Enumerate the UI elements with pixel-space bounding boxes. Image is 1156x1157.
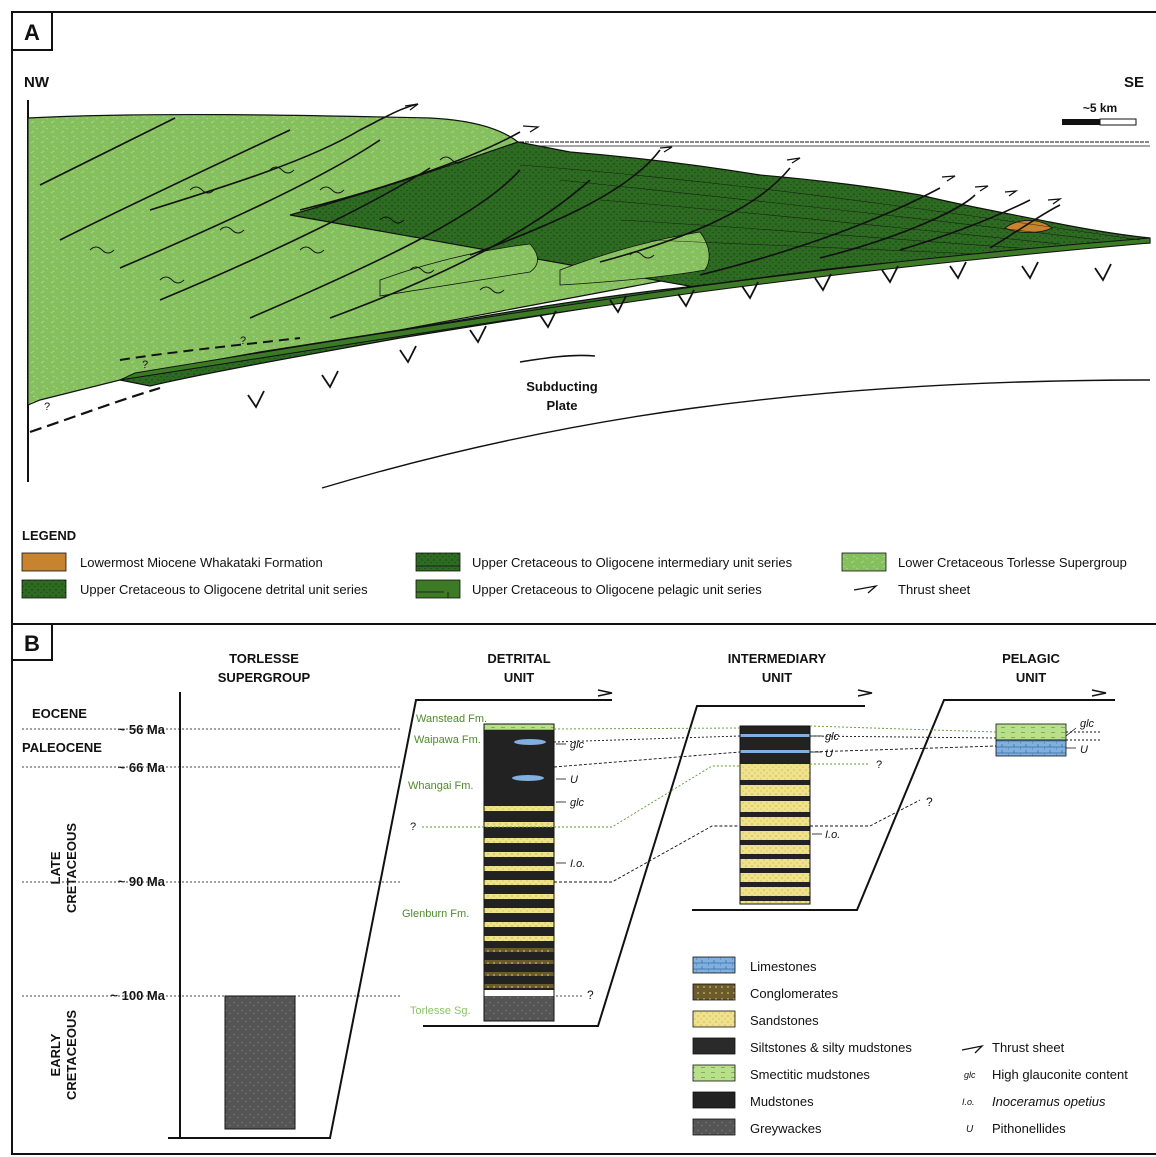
pelagic-glc: glc bbox=[1080, 718, 1095, 730]
sym-u: U bbox=[966, 1124, 974, 1135]
lith-limestones: Limestones bbox=[750, 959, 817, 974]
detrital-u: U bbox=[570, 774, 578, 786]
detrital-column bbox=[483, 723, 555, 1022]
detrital-q-2: ? bbox=[587, 988, 594, 1002]
sym-io: I.o. bbox=[962, 1097, 975, 1107]
formation-torlesse: Torlesse Sg. bbox=[410, 1005, 471, 1017]
col-title-torlesse-2: SUPERGROUP bbox=[218, 670, 311, 685]
sym-io-label: Inoceramus opetius bbox=[992, 1094, 1106, 1109]
intermediary-u: U bbox=[825, 748, 833, 760]
legend-intermediary-label: Upper Cretaceous to Oligocene intermedia… bbox=[472, 555, 793, 570]
col-title-torlesse-1: TORLESSE bbox=[229, 651, 299, 666]
thrust-faults bbox=[39, 103, 1061, 319]
oceanic-crust-symbols bbox=[247, 261, 1112, 409]
intermediary-lens bbox=[559, 231, 710, 286]
detrital-glc-2: glc bbox=[570, 797, 585, 809]
question-mark-3: ? bbox=[240, 335, 246, 347]
legend-detrital-label: Upper Cretaceous to Oligocene detrital u… bbox=[80, 582, 368, 597]
torlesse-greywacke bbox=[224, 995, 296, 1130]
legend-thrust: Thrust sheet bbox=[853, 582, 971, 597]
col-title-intermediary-2: UNIT bbox=[762, 670, 792, 685]
legend-thrust-label: Thrust sheet bbox=[898, 582, 971, 597]
legend-pelagic: Upper Cretaceous to Oligocene pelagic un… bbox=[415, 579, 762, 599]
pelagic-column bbox=[995, 723, 1067, 757]
sym-thrust-label: Thrust sheet bbox=[992, 1040, 1065, 1055]
legend-torlesse: Lower Cretaceous Torlesse Supergroup bbox=[841, 552, 1127, 572]
col-title-detrital-2: UNIT bbox=[504, 670, 534, 685]
col-title-pelagic-2: UNIT bbox=[1016, 670, 1046, 685]
nw-label: NW bbox=[24, 74, 50, 91]
age-66: ~ 66 Ma bbox=[118, 760, 166, 775]
lith-greywackes: Greywackes bbox=[750, 1121, 822, 1136]
detrital-io: I.o. bbox=[570, 858, 585, 870]
question-mark-1: ? bbox=[44, 401, 50, 413]
sym-u-label: Pithonellides bbox=[992, 1121, 1066, 1136]
legend-detrital: Upper Cretaceous to Oligocene detrital u… bbox=[21, 579, 368, 599]
intermediary-io: I.o. bbox=[825, 829, 840, 841]
legend-pelagic-label: Upper Cretaceous to Oligocene pelagic un… bbox=[472, 582, 762, 597]
col-title-pelagic-1: PELAGIC bbox=[1002, 651, 1060, 666]
thrust-sheet-icon bbox=[961, 1044, 984, 1054]
symbol-legend: Thrust sheet glc High glauconite content… bbox=[961, 1040, 1128, 1136]
legend-title: LEGEND bbox=[22, 528, 76, 543]
legend-whakataki-label: Lowermost Miocene Whakataki Formation bbox=[80, 555, 323, 570]
age-90: ~ 90 Ma bbox=[118, 874, 166, 889]
subducting-plate-base bbox=[321, 379, 1151, 489]
panel-a-label: A bbox=[24, 20, 40, 45]
subducting-plate-label-1: Subducting bbox=[526, 379, 598, 394]
epoch-early-1: EARLY bbox=[48, 1033, 63, 1076]
panel-a-label-box bbox=[11, 11, 53, 51]
thrust-arrows bbox=[404, 103, 1063, 205]
detrital-glc-1: glc bbox=[570, 739, 585, 751]
epoch-early-2: CRETACEOUS bbox=[64, 1010, 79, 1100]
formation-glenburn: Glenburn Fm. bbox=[402, 908, 469, 920]
legend-intermediary: Upper Cretaceous to Oligocene intermedia… bbox=[415, 552, 793, 572]
age-100: ~ 100 Ma bbox=[110, 988, 165, 1003]
formation-wanstead: Wanstead Fm. bbox=[416, 713, 487, 725]
se-label: SE bbox=[1124, 74, 1144, 91]
lith-siltstones: Siltstones & silty mudstones bbox=[750, 1040, 912, 1055]
lithology-legend: Limestones Conglomerates Sandstones Silt… bbox=[692, 956, 912, 1136]
epoch-eocene: EOCENE bbox=[32, 706, 87, 721]
lith-mudstones: Mudstones bbox=[750, 1094, 814, 1109]
formation-waipawa: Waipawa Fm. bbox=[414, 734, 481, 746]
scale-bar-label: ~5 km bbox=[1083, 101, 1117, 115]
lith-smectitic: Smectitic mudstones bbox=[750, 1067, 870, 1082]
detrital-q-1: ? bbox=[410, 821, 416, 833]
formation-whangai: Whangai Fm. bbox=[408, 780, 473, 792]
subducting-plate-label-2: Plate bbox=[546, 398, 577, 413]
epoch-late-2: CRETACEOUS bbox=[64, 823, 79, 913]
correlation-lines bbox=[422, 725, 1100, 883]
legend-torlesse-label: Lower Cretaceous Torlesse Supergroup bbox=[898, 555, 1127, 570]
intermediary-column bbox=[739, 725, 811, 905]
scale-bar: ~5 km bbox=[1062, 101, 1137, 126]
whakataki-lens bbox=[1004, 220, 1053, 233]
col-title-intermediary-1: INTERMEDIARY bbox=[728, 651, 827, 666]
intermediary-q-2: ? bbox=[926, 795, 933, 809]
age-56: ~ 56 Ma bbox=[118, 722, 166, 737]
pelagic-u: U bbox=[1080, 744, 1088, 756]
decollement-dashed bbox=[29, 386, 161, 434]
lith-sandstones: Sandstones bbox=[750, 1013, 819, 1028]
sym-glc-label: High glauconite content bbox=[992, 1067, 1128, 1082]
intermediary-glc: glc bbox=[825, 731, 840, 743]
lith-conglomerates: Conglomerates bbox=[750, 986, 839, 1001]
legend-whakataki: Lowermost Miocene Whakataki Formation bbox=[21, 552, 323, 572]
epoch-late-1: LATE bbox=[48, 851, 63, 884]
intermediary-q-1: ? bbox=[876, 759, 882, 771]
panel-b-label: B bbox=[24, 631, 40, 656]
col-title-detrital-1: DETRITAL bbox=[487, 651, 550, 666]
sym-glc: glc bbox=[964, 1070, 976, 1080]
torlesse-frame bbox=[168, 692, 612, 1139]
panel-b-label-box bbox=[11, 623, 53, 661]
panel-b-frame bbox=[11, 623, 1156, 1155]
epoch-paleocene: PALEOCENE bbox=[22, 740, 102, 755]
question-mark-2: ? bbox=[142, 359, 148, 371]
